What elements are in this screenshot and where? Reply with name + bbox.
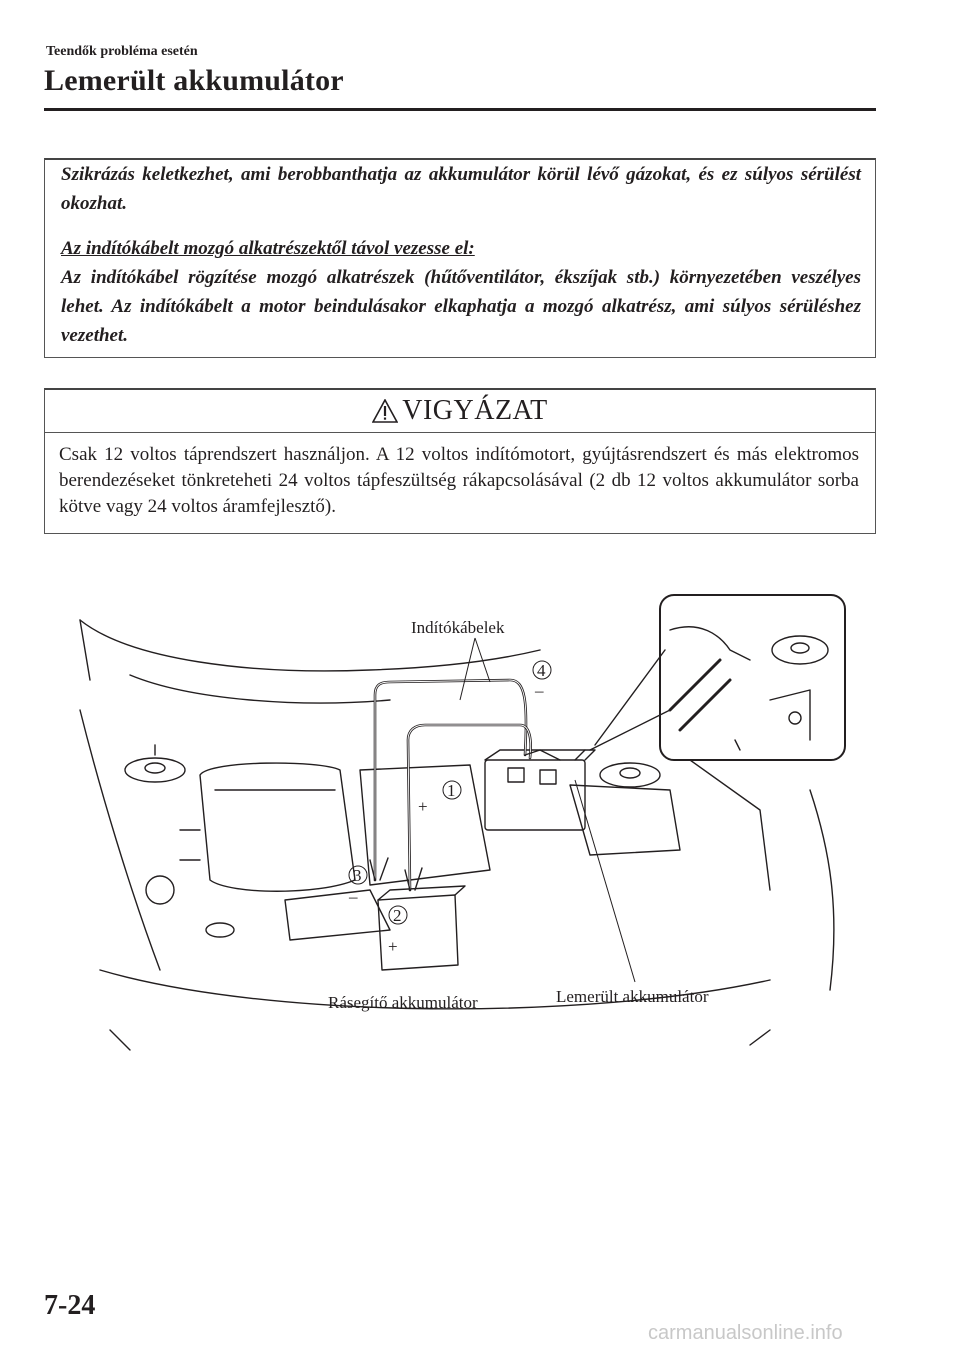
marker-2-number: 2	[393, 906, 402, 925]
jump-start-diagram: + 1 2 + 3 – 4 – Indítókábelek Rásegítő a…	[79, 594, 846, 1051]
marker-3: 3 –	[348, 865, 368, 906]
title-rule	[44, 108, 876, 111]
engine-bay-drawing	[79, 594, 846, 1051]
caution-title: VIGYÁZAT	[402, 395, 548, 426]
section-label: Teendők probléma esetén	[46, 44, 198, 59]
marker-4-sign: –	[534, 681, 544, 700]
warning-paragraph-1: Szikrázás keletkezhet, ami berobbanthatj…	[61, 164, 861, 214]
caution-box: VIGYÁZAT Csak 12 voltos táprendszert has…	[44, 388, 876, 534]
marker-2: 2 +	[388, 905, 408, 956]
label-booster-battery: Rásegítő akkumulátor	[328, 993, 478, 1012]
marker-1-number: 1	[447, 781, 456, 800]
marker-4-number: 4	[537, 661, 546, 680]
marker-1: + 1	[418, 780, 462, 816]
marker-2-sign: +	[388, 937, 398, 956]
label-leaders	[459, 637, 636, 983]
page-number: 7-24	[44, 1290, 96, 1321]
label-jumper-cables: Indítókábelek	[411, 618, 505, 637]
caution-header: VIGYÁZAT	[45, 390, 875, 433]
marker-3-sign: –	[348, 887, 358, 906]
marker-4: 4 –	[532, 660, 552, 700]
label-dead-battery: Lemerült akkumulátor	[556, 987, 709, 1006]
caution-text: Csak 12 voltos táprendszert használjon. …	[59, 444, 859, 517]
warning-subheading: Az indítókábelt mozgó alkatrészektől táv…	[61, 238, 475, 259]
page-title: Lemerült akkumulátor	[44, 64, 344, 97]
warning-box: Szikrázás keletkezhet, ami berobbanthatj…	[44, 158, 876, 358]
marker-3-number: 3	[353, 866, 362, 885]
warning-paragraph-2: Az indítókábel rögzítése mozgó alkatrész…	[61, 267, 861, 346]
marker-1-sign: +	[418, 797, 428, 816]
terminal-markers: + 1 2 + 3 – 4 –	[348, 660, 552, 956]
warning-triangle-icon	[372, 399, 399, 423]
watermark: carmanualsonline.info	[648, 1322, 843, 1344]
